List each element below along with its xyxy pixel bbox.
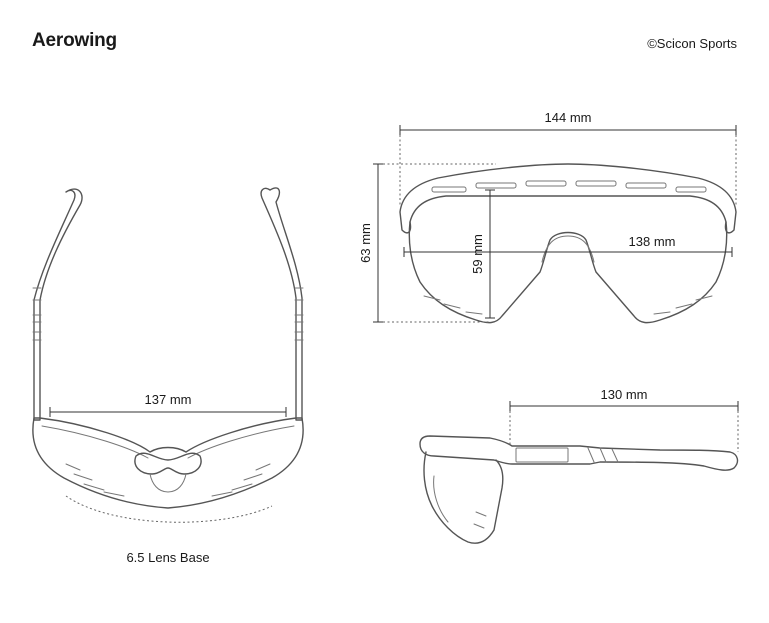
side-view: 130 mm — [419, 387, 739, 544]
side-temple-grips — [587, 447, 619, 463]
product-title: Aerowing — [32, 30, 117, 51]
temple-length-label: 130 mm — [601, 387, 648, 402]
side-frame-temple — [419, 435, 739, 471]
front-view: 144 mm 63 mm 59 mm 138 mm — [358, 110, 737, 324]
nose-pad-stem — [149, 473, 187, 493]
left-hinge-marks — [32, 287, 42, 341]
lens-width-label: 138 mm — [629, 234, 676, 249]
top-frame-inner-edge — [41, 425, 295, 459]
top-frame-shield — [32, 417, 304, 509]
front-bottom-vents — [423, 295, 713, 315]
top-width-label: 137 mm — [145, 392, 192, 407]
front-frame-outer — [399, 163, 737, 234]
side-lens — [423, 451, 504, 544]
lens-height-label: 59 mm — [470, 234, 485, 274]
front-top-vents — [431, 180, 707, 193]
side-temple-logo-panel — [515, 447, 569, 463]
top-vent-slots — [65, 463, 271, 497]
lens-base-label: 6.5 Lens Base — [126, 550, 209, 565]
lens-base-arc — [65, 495, 273, 523]
right-temple — [260, 187, 303, 421]
front-lens-shield — [408, 221, 728, 324]
total-height-label: 63 mm — [358, 223, 373, 263]
side-lens-vents — [473, 511, 487, 529]
top-view: 137 mm 6.5 Lens Base — [32, 187, 304, 565]
left-temple — [33, 188, 83, 421]
side-lens-inner-edge — [433, 475, 449, 523]
total-width-label: 144 mm — [545, 110, 592, 125]
right-hinge-marks — [294, 287, 304, 341]
nose-pad — [134, 452, 202, 475]
copyright-notice: ©Scicon Sports — [647, 36, 737, 51]
